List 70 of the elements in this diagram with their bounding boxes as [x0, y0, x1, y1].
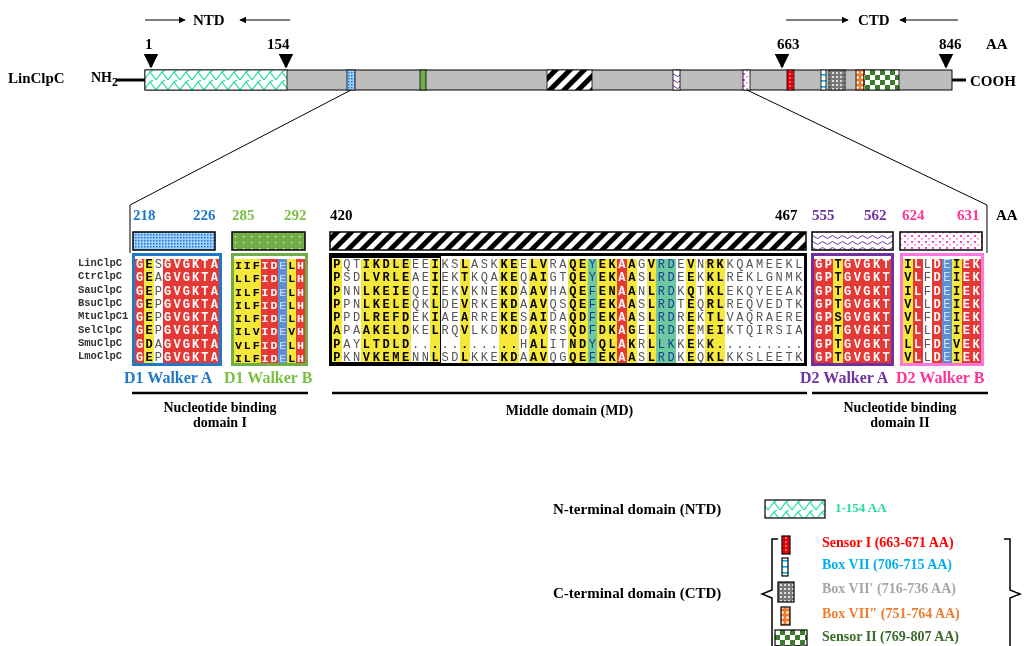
sequence-row: GEPGVGKTA: [135, 298, 219, 313]
sequence-row: GEPGVGKTA: [135, 285, 219, 299]
sequence-alignment-box: [900, 253, 984, 366]
sequence-row: GPTGVGKT: [814, 272, 891, 286]
legend-heading: N-terminal domain (NTD): [553, 501, 722, 518]
species-name: BsuClpC: [78, 296, 123, 311]
legend-label: Box VII″ (751-764 AA): [822, 606, 960, 622]
motif-label: D2 Walker B: [896, 369, 985, 387]
residue-number: 420: [330, 207, 353, 224]
sequence-row: GPTGVGKT: [814, 325, 891, 339]
sequence-row: GESGVGKTA: [135, 259, 219, 273]
sequence-row: GEAGVGKTA: [135, 272, 219, 286]
sequence-row: GEPGVGKTA: [135, 312, 219, 326]
species-name: LmoClpC: [78, 350, 123, 364]
domain-label: NTD: [193, 12, 225, 29]
sequence-row: GEPGVGKTA: [135, 325, 219, 339]
sequence-row: GPTGVGKT: [814, 338, 891, 353]
sequence-row: GPTGVGKT: [814, 352, 891, 363]
residue-number: 846: [939, 36, 962, 53]
species-name: LinClpC: [78, 257, 123, 271]
species-name: SmuClpC: [78, 336, 123, 351]
residue-number: 285: [232, 207, 255, 224]
residue-number: 663: [777, 36, 800, 53]
species-name: SauClpC: [78, 283, 123, 297]
sequence-alignment-box: [329, 253, 807, 366]
sequence-row: IIFIDELH: [234, 259, 305, 273]
species-name: CtrClpC: [78, 270, 123, 284]
domain-name: Nucleotide binding domain I: [162, 400, 278, 431]
sequence-row: GPSGVGKT: [814, 312, 891, 326]
sequence-row: GPTGVGKT: [814, 298, 891, 313]
residue-number: 154: [267, 36, 290, 53]
motif-label: D1 Walker B: [224, 369, 313, 387]
residue-number: 631: [957, 207, 980, 224]
legend-label: Box VII′ (716-736 AA): [822, 581, 956, 597]
sequence-alignment-box: [132, 253, 222, 366]
zoom-line: [129, 89, 352, 254]
legend-label: Sensor II (769-807 AA): [822, 629, 960, 645]
residue-number: 292: [284, 207, 307, 224]
sequence-row: VLFIDELH: [234, 338, 305, 353]
sequence-row: GEPGVGKTA: [135, 352, 219, 363]
sequence-row: LLFIDELH: [234, 272, 305, 286]
sequence-alignment-box: [811, 253, 894, 366]
motif-label: D2 Walker A: [800, 369, 889, 387]
residue-number: 555: [812, 207, 835, 224]
legend-label: Box VII (706-715 AA): [822, 557, 953, 573]
sequence-row: GDAGVGKTA: [135, 338, 219, 353]
species-name: SelClpC: [78, 323, 123, 337]
domain-name: Nucleotide binding domain II: [842, 400, 958, 431]
domain-label: CTD: [858, 12, 890, 29]
species-name: MtuClpC1: [78, 310, 129, 324]
residue-number: 1: [145, 36, 153, 53]
legend-label: Sensor I (663-671 AA): [822, 535, 954, 551]
sequence-row: GPTGVGKT: [814, 259, 891, 273]
sequence-row: GPTGVGKT: [814, 285, 891, 299]
domain-segment: [346, 69, 356, 91]
legend-heading: C-terminal domain (CTD): [553, 585, 722, 602]
residue-number: 226: [193, 207, 216, 224]
motif-label: D1 Walker A: [124, 369, 213, 387]
domain-label: AA: [986, 36, 1008, 53]
protein-name: LinClpC: [8, 70, 65, 87]
domain-label: AA: [996, 207, 1018, 224]
residue-number: 218: [133, 207, 156, 224]
domain-segment: [742, 69, 751, 91]
terminus-label: COOH: [970, 73, 1016, 90]
residue-number: 624: [902, 207, 925, 224]
sequence-alignment-box: [231, 253, 308, 366]
residue-number: 467: [775, 207, 798, 224]
domain-name: Middle domain (MD): [504, 403, 635, 419]
legend-label: 1-154 AA: [835, 501, 887, 516]
residue-number: 562: [864, 207, 887, 224]
